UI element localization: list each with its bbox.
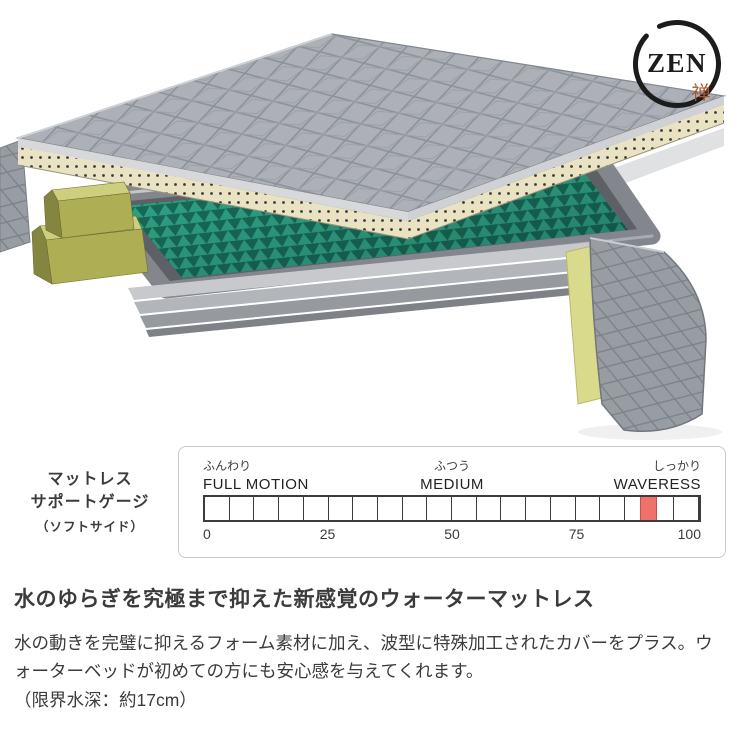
gauge-box: ふんわり FULL MOTION ふつう MEDIUM しっかり WAVERES… [178, 446, 726, 558]
gauge-cell [501, 497, 527, 520]
quilted-top-slab [15, 33, 727, 240]
gauge-tick-number: 0 [203, 526, 211, 542]
gauge-label-jp: しっかり [652, 459, 701, 473]
logo-kanji: 禅 [691, 82, 710, 104]
gauge-label-en: WAVERESS [613, 476, 701, 493]
foam-edge-strip-right [408, 105, 724, 239]
gauge-label-en: MEDIUM [420, 476, 484, 493]
gauge-title: マットレス サポートゲージ （ソフトサイド） [14, 468, 166, 537]
gauge-cell [452, 497, 477, 520]
description-body: 水の動きを完璧に抑えるフォーム素材に加え、波型に特殊加工されたカバーをプラス。ウ… [14, 633, 713, 682]
cover-left-edge [0, 139, 31, 253]
product-description: 水のゆらぎを究極まで抑えた新感覚のウォーターマットレス 水の動きを完璧に抑えるフ… [14, 583, 726, 714]
gauge-label-en: FULL MOTION [203, 476, 309, 493]
description-heading: 水のゆらぎを究極まで抑えた新感覚のウォーターマットレス [14, 588, 595, 611]
gauge-marker [639, 497, 657, 520]
gauge-cell [526, 497, 551, 520]
quilted-corner [589, 237, 707, 433]
gauge-title-line2: サポートゲージ [30, 493, 150, 511]
gauge-cell [650, 497, 675, 520]
gauge-cell [576, 497, 601, 520]
gauge-cell [329, 497, 354, 520]
gauge-numbers: 0 25 50 75 100 [203, 526, 701, 548]
gauge-tick-number: 100 [677, 526, 701, 542]
gauge-subtitle: （ソフトサイド） [35, 520, 144, 535]
gauge-labels: ふんわり FULL MOTION ふつう MEDIUM しっかり WAVERES… [203, 457, 701, 495]
gauge-cell [551, 497, 576, 520]
gauge-label-full-motion: ふんわり FULL MOTION [203, 457, 309, 493]
corner-foam-blocks [31, 181, 149, 285]
gauge-cell [403, 497, 428, 520]
gauge-cell [254, 497, 280, 520]
gauge-title-line1: マットレス [47, 470, 133, 488]
gauge-label-medium: ふつう MEDIUM [420, 457, 484, 493]
description-note: （限界水深：約17cm） [14, 689, 197, 710]
foam-edge-strip-left [18, 147, 408, 239]
gauge-tick-number: 75 [568, 526, 585, 542]
gauge-cell [674, 497, 700, 520]
gauge-label-jp: ふつう [433, 459, 471, 473]
gauge-cell [205, 497, 230, 520]
gauge-tick-number: 25 [319, 526, 336, 542]
mattress-cutaway-illustration: ZEN 禅 [0, 20, 727, 440]
zen-logo: ZEN 禅 [633, 20, 721, 108]
gauge-cell [353, 497, 378, 520]
gauge-label-waveress: しっかり WAVERESS [614, 457, 701, 493]
gauge-cell [279, 497, 304, 520]
gauge-cell [378, 497, 403, 520]
gauge-bar [203, 495, 701, 522]
logo-text: ZEN [647, 48, 707, 78]
gauge-cell [600, 497, 625, 520]
gauge-cell [427, 497, 453, 520]
gauge-tick-number: 50 [444, 526, 460, 542]
gauge-cell [477, 497, 502, 520]
support-gauge-section: マットレス サポートゲージ （ソフトサイド） ふんわり FULL MOTION … [14, 445, 726, 559]
base-plates [128, 240, 633, 337]
gauge-cell [230, 497, 255, 520]
gauge-cell [304, 497, 329, 520]
gauge-label-jp: ふんわり [203, 459, 252, 473]
mattress-cutaway-svg: ZEN 禅 [0, 20, 727, 440]
enso-circle-icon [633, 20, 721, 108]
